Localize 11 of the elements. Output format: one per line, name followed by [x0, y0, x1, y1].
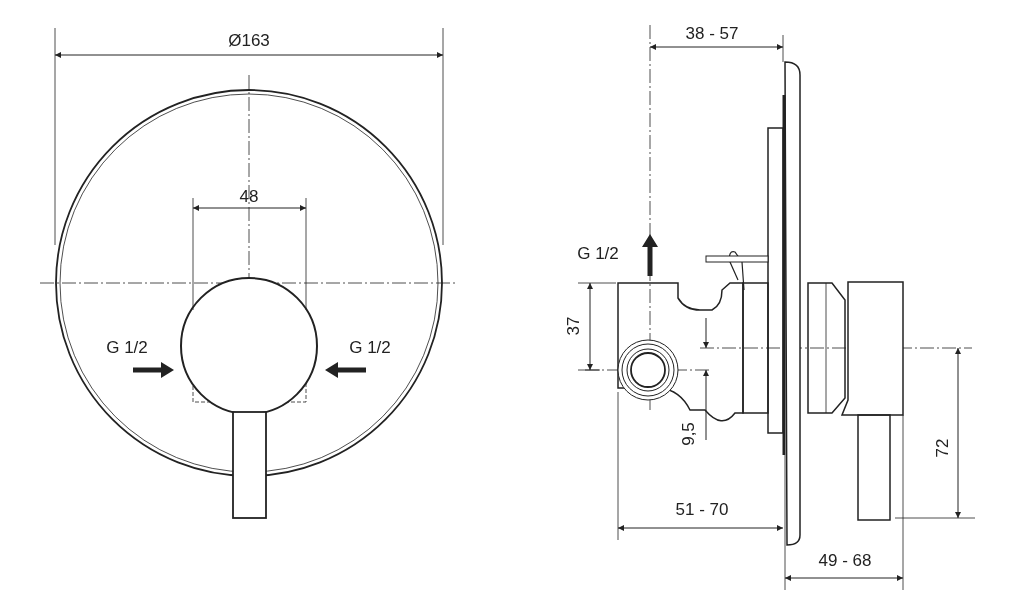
dimension-label: 38 - 57: [685, 24, 739, 42]
dimension-label: 51 - 70: [675, 500, 729, 518]
thread-size-label: G 1/2: [106, 338, 148, 356]
dimension-label: 9,5: [679, 422, 697, 446]
dimension-label: 37: [564, 316, 582, 336]
thread-size-label: G 1/2: [577, 244, 619, 262]
dimension-label: 49 - 68: [818, 551, 872, 569]
dimension-label: 72: [933, 438, 951, 458]
thread-size-label: G 1/2: [349, 338, 391, 356]
dimension-label: Ø163: [228, 31, 270, 49]
dimension-label: 48: [239, 187, 259, 205]
